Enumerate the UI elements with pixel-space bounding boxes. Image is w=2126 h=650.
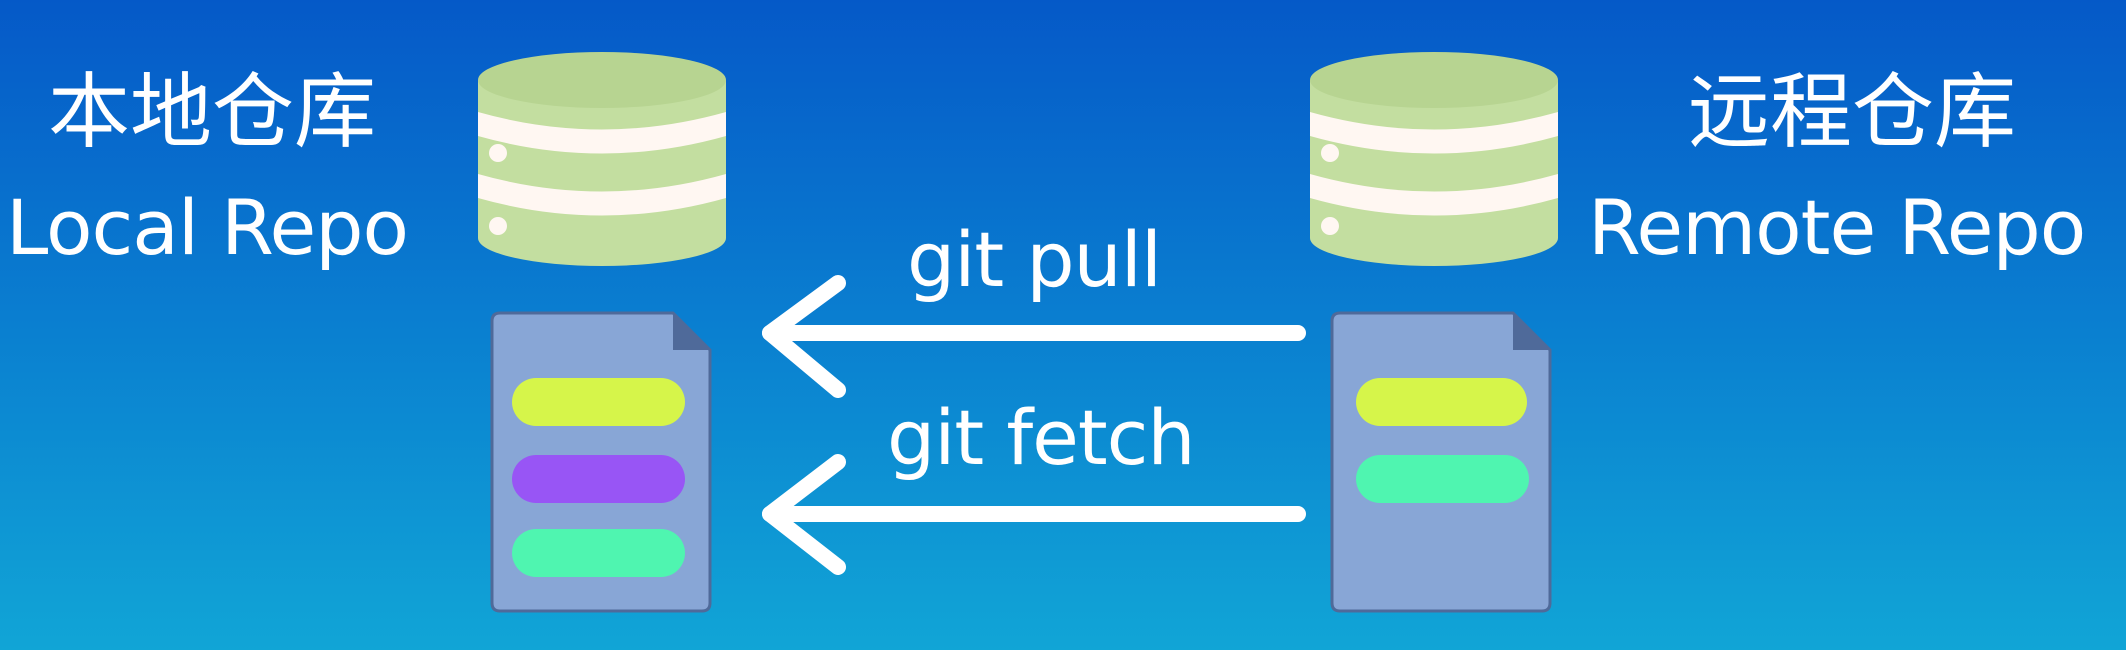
document-line-yellow [1356,378,1527,426]
local-document-icon [490,311,712,613]
local-repo-title-en: Local Repo [6,183,409,272]
remote-database-icon [1310,52,1558,266]
git-fetch-arrow [762,454,1306,575]
remote-repo-title-en: Remote Repo [1588,183,2086,272]
git-pull-arrow [762,275,1306,398]
document-line-purple [512,455,685,503]
document-line-green [512,529,685,577]
local-repo-title-zh: 本地仓库 [48,65,377,160]
git-pull-label: git pull [907,215,1162,304]
remote-document-icon [1330,311,1552,613]
git-fetch-label: git fetch [887,393,1196,482]
local-database-icon [478,52,726,266]
remote-repo-title-zh: 远程仓库 [1688,65,2017,160]
document-line-yellow [512,378,685,426]
document-line-green [1356,455,1529,503]
